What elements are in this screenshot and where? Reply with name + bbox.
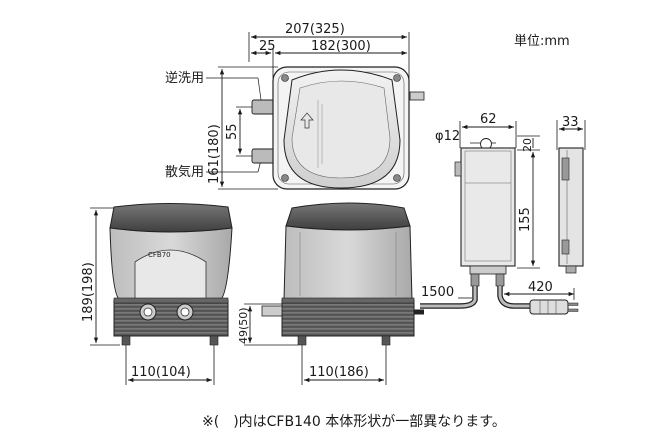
dim-overall-width: 207(325) — [285, 22, 345, 37]
label-aeration: 散気用 — [165, 164, 204, 180]
dim-box-height: 155 — [518, 207, 533, 232]
front-base — [113, 299, 229, 337]
power-plug — [529, 299, 569, 315]
dim-offset: 25 — [259, 39, 276, 54]
footnote: ※( )内はCFB140 本体形状が一部異なります。 — [202, 414, 506, 430]
dim-box-depth: 33 — [562, 115, 579, 130]
label-backwash: 逆洗用 — [165, 70, 204, 86]
front-view: 189(198) CFB70 110(104) — [81, 203, 233, 385]
dim-side-base: 110(186) — [309, 365, 369, 380]
control-box-body — [460, 147, 516, 267]
lid-caution-text — [317, 100, 323, 168]
dim-front-height: 189(198) — [81, 262, 96, 322]
dim-box-width: 62 — [480, 112, 497, 127]
dim-plug-cord: 420 — [528, 280, 553, 295]
dim-height: 161(180) — [207, 124, 222, 184]
unit-label: 単位:mm — [514, 33, 570, 49]
model-label: CFB70 — [148, 251, 171, 259]
side-view: 49(50) 110(186) — [237, 202, 424, 385]
dim-side-base-height: 49(50) — [237, 307, 250, 344]
dim-cord-length: 1500 — [421, 285, 454, 300]
dim-body-width: 182(300) — [311, 39, 371, 54]
dim-port-spacing: 55 — [225, 123, 240, 140]
top-view: 207(325) 25 182(300) 161(180) 55 逆洗用 散気用 — [165, 22, 425, 190]
dim-top-offset: 20 — [521, 138, 534, 152]
side-body — [283, 225, 413, 301]
dim-diameter: φ12 — [435, 129, 460, 144]
side-base — [281, 299, 415, 337]
control-box-view: 62 φ12 20 155 33 — [420, 112, 586, 315]
dim-front-base: 110(104) — [131, 365, 191, 380]
